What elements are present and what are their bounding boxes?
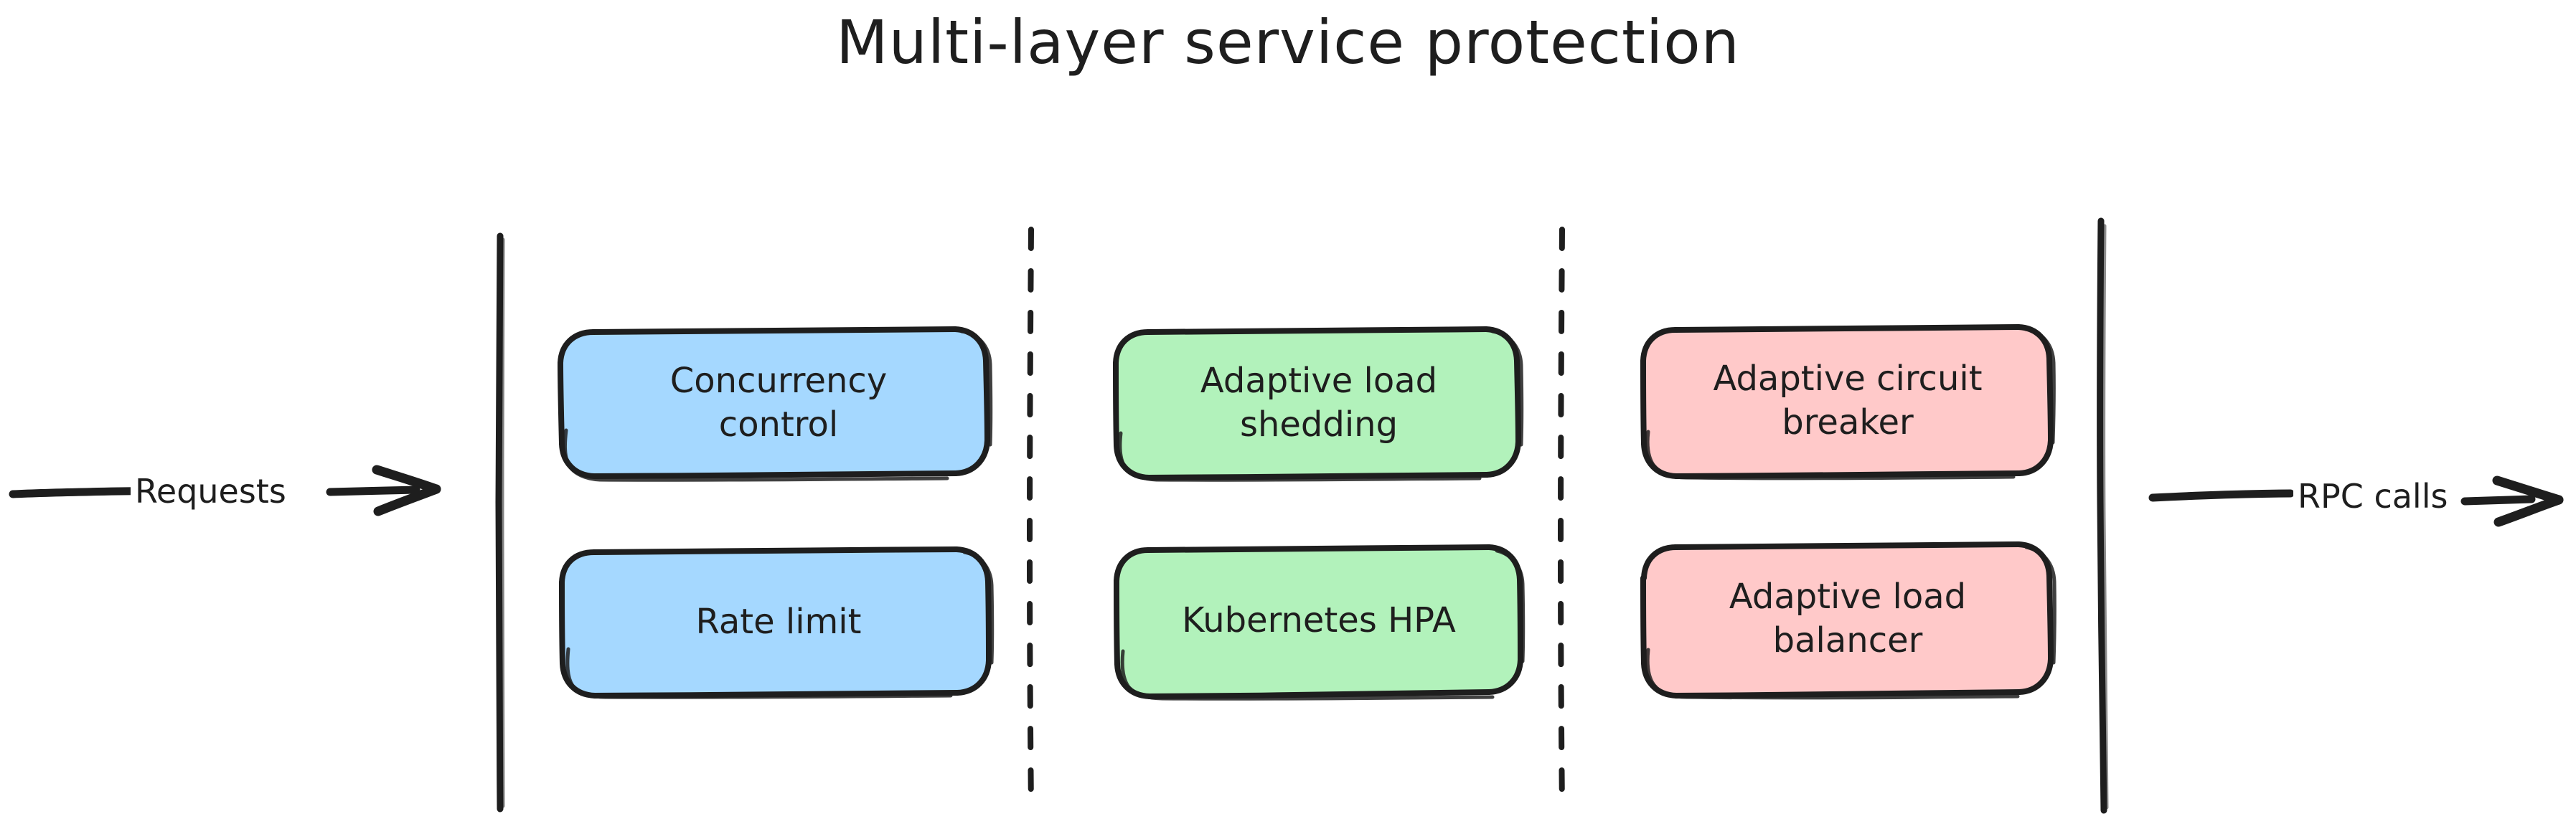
boundary-left xyxy=(495,232,505,813)
edge-rpc-calls xyxy=(2148,475,2564,527)
node-adaptive-load-balancer[interactable] xyxy=(1640,541,2056,700)
node-rate-limit[interactable] xyxy=(559,546,995,699)
node-concurrency-control[interactable] xyxy=(558,326,993,482)
page-title: Multi-layer service protection xyxy=(836,7,1740,77)
boundary-divider-2 xyxy=(1557,227,1565,813)
boundary-divider-1 xyxy=(1026,227,1034,813)
boundary-right xyxy=(2097,217,2109,814)
edge-label-requests: Requests xyxy=(131,472,291,511)
edge-label-rpc-calls: RPC calls xyxy=(2293,477,2453,516)
node-adaptive-circuit-breaker[interactable] xyxy=(1640,324,2056,480)
node-kubernetes-hpa[interactable] xyxy=(1114,544,1526,701)
node-adaptive-load-shedding[interactable] xyxy=(1113,326,1524,482)
